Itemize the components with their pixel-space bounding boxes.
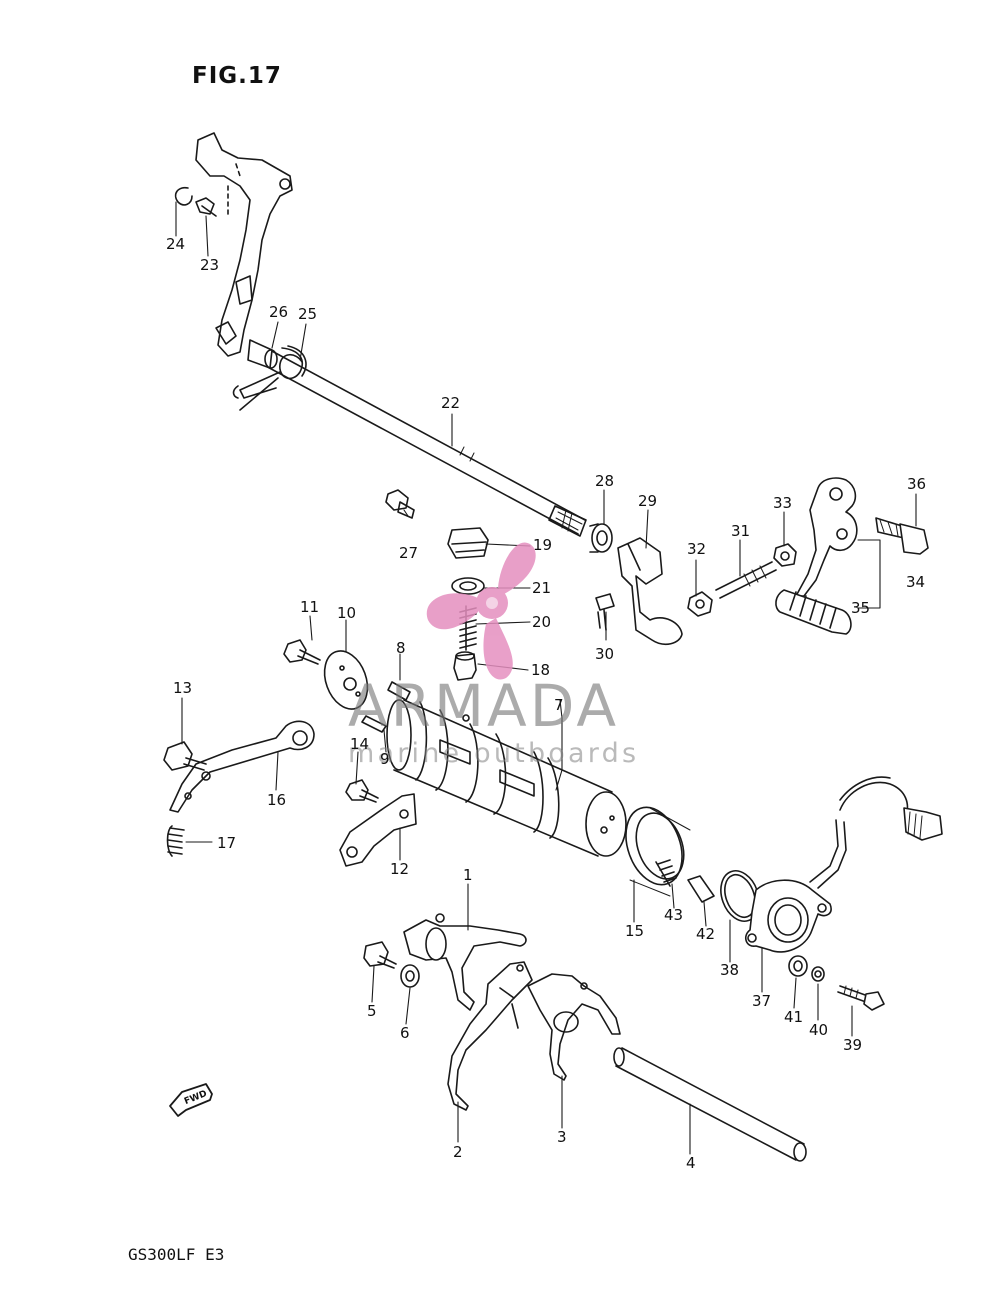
callout-43: 43: [664, 906, 684, 924]
callout-24: 24: [166, 235, 186, 253]
washer-6-part: [400, 964, 420, 988]
callout-39: 39: [843, 1036, 863, 1054]
pin-9-part: [361, 715, 387, 733]
callout-14: 14: [350, 735, 370, 753]
callout-3: 3: [557, 1128, 567, 1146]
model-code: GS300LF E3: [128, 1245, 225, 1264]
callout-12: 12: [390, 860, 410, 878]
callout-34: 34: [906, 573, 926, 591]
callout-25: 25: [298, 305, 318, 323]
callout-1: 1: [463, 866, 473, 884]
figure-title: FIG.17: [192, 63, 282, 89]
bolt-30-part: [595, 593, 615, 631]
watermark-brand: ARMADA: [348, 672, 620, 740]
callout-18: 18: [531, 661, 551, 679]
nut-33-part: [773, 543, 797, 567]
nut-32-part: [687, 591, 713, 617]
callout-2: 2: [453, 1143, 463, 1161]
callout-32: 32: [687, 540, 707, 558]
callout-29: 29: [638, 492, 658, 510]
shift-fork-1-part: [403, 913, 527, 1011]
callout-27: 27: [399, 544, 419, 562]
callout-38: 38: [720, 961, 740, 979]
pin-part: [195, 197, 217, 217]
pedal-bolt-36-part: [875, 517, 929, 555]
gasket-21-part: [451, 577, 485, 595]
callout-35: 35: [851, 599, 871, 617]
callout-23: 23: [200, 256, 220, 274]
gearshift-arm-part: [195, 132, 293, 357]
callout-20: 20: [532, 613, 552, 631]
callout-16: 16: [267, 791, 287, 809]
callout-41: 41: [784, 1008, 804, 1026]
spring-17-part: [166, 825, 185, 857]
pin-8-part: [387, 681, 411, 701]
callout-9: 9: [380, 750, 390, 768]
pin-42-part: [687, 875, 715, 903]
bearing-28-part: [589, 523, 613, 553]
plate-12-part: [339, 793, 417, 867]
callout-10: 10: [337, 604, 357, 622]
leader-lines: [175, 201, 917, 1155]
rod-31-part: [715, 561, 777, 599]
callout-22: 22: [441, 394, 461, 412]
bolt-5-part: [363, 941, 397, 969]
e-ring-part: [174, 186, 193, 206]
callout-6: 6: [400, 1024, 410, 1042]
propeller-logo-icon: [426, 542, 536, 680]
callout-7: 7: [554, 696, 564, 714]
spring-43-part: [655, 859, 677, 887]
screw-39-part: [837, 985, 885, 1011]
shaft-22-part: [259, 349, 587, 537]
callout-11: 11: [300, 598, 320, 616]
plug-19-part: [447, 527, 489, 559]
washer-41-part: [788, 955, 808, 977]
washer-40-part: [811, 966, 825, 982]
callout-28: 28: [595, 472, 615, 490]
callout-42: 42: [696, 925, 716, 943]
callout-31: 31: [731, 522, 751, 540]
callout-40: 40: [809, 1021, 829, 1039]
rod-end-29-part: [617, 537, 683, 646]
return-spring-25-part: [232, 345, 307, 411]
shift-fork-3-part: [527, 973, 621, 1081]
pedal-arm-part: [775, 477, 858, 635]
bolt-11-part: [283, 639, 321, 665]
callout-21: 21: [532, 579, 552, 597]
gear-position-switch-37-part: [744, 776, 943, 953]
callout-8: 8: [396, 639, 406, 657]
callout-4: 4: [686, 1154, 696, 1172]
bearing-15-part: [625, 806, 691, 897]
fwd-arrow-icon: [169, 1083, 213, 1117]
callout-33: 33: [773, 494, 793, 512]
cam-plate-10-part: [323, 650, 369, 710]
plug-27-part: [385, 489, 415, 519]
callout-36: 36: [907, 475, 927, 493]
bolt-14-part: [345, 779, 379, 803]
cam-stopper-18-part: [453, 651, 477, 681]
callout-19: 19: [533, 536, 553, 554]
watermark-tagline: marine outboards: [348, 738, 640, 769]
callout-26: 26: [269, 303, 289, 321]
bolt-13-part: [163, 741, 207, 771]
callout-30: 30: [595, 645, 615, 663]
callout-37: 37: [752, 992, 772, 1010]
callout-15: 15: [625, 922, 645, 940]
collar-26-part: [247, 339, 278, 369]
fork-shaft-4-part: [613, 1047, 807, 1162]
stopper-arm-16-part: [169, 720, 315, 813]
callout-5: 5: [367, 1002, 377, 1020]
shift-fork-2-part: [447, 961, 533, 1111]
shift-cam-7-part: [386, 699, 627, 857]
callout-17: 17: [217, 834, 237, 852]
callout-13: 13: [173, 679, 193, 697]
